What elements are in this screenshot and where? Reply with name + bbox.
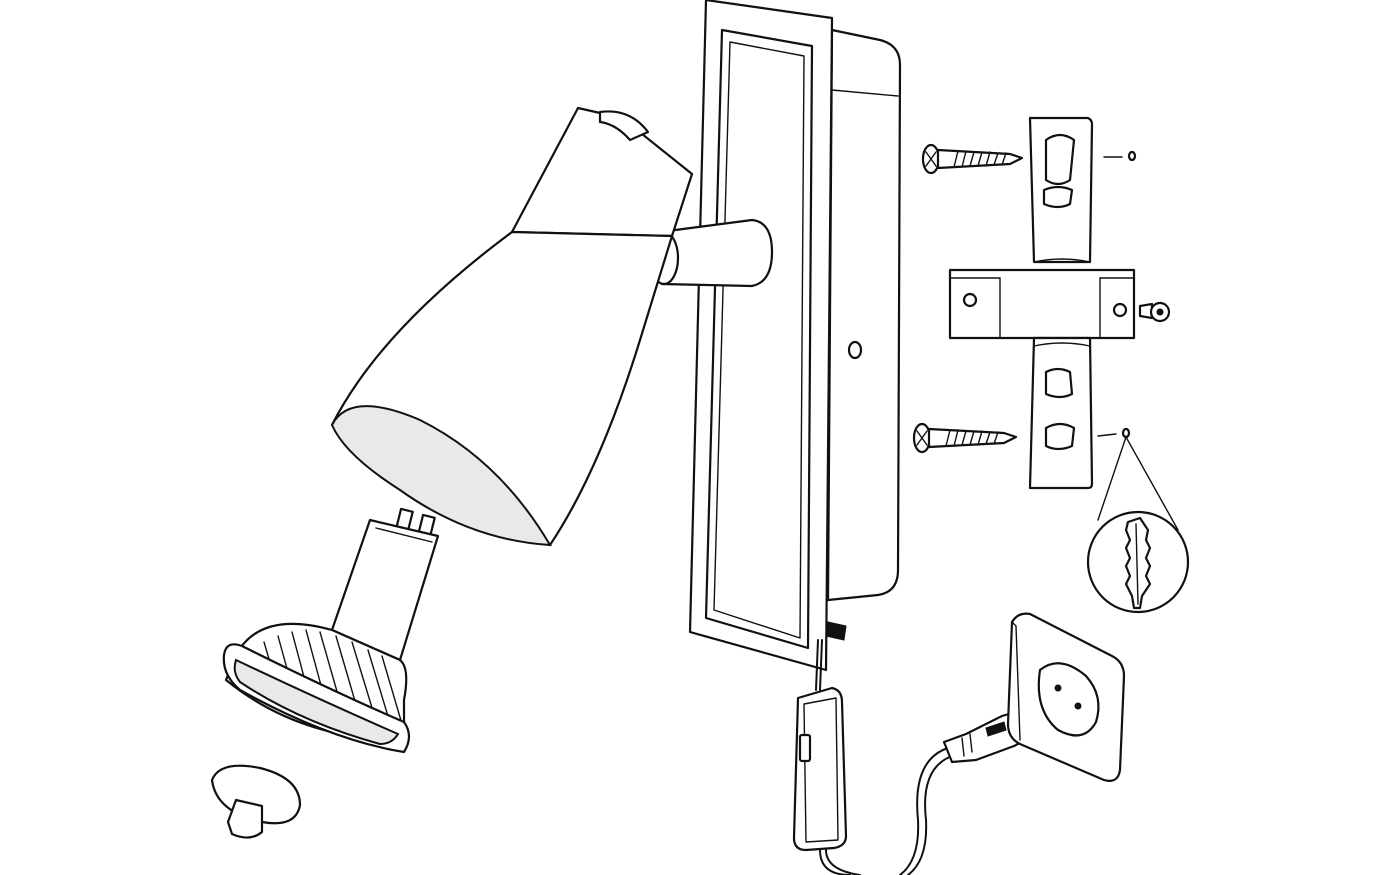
power-cable <box>792 639 1052 875</box>
wall-hole-lower <box>1121 427 1131 439</box>
wall-socket <box>1006 612 1126 782</box>
switch-rocker <box>798 733 812 763</box>
inline-switch <box>792 686 848 852</box>
bulb-removal-tool <box>210 764 302 839</box>
bracket-hole-left <box>962 292 978 308</box>
screw-upper <box>921 143 1024 175</box>
bracket-slot-upper-2 <box>1042 185 1074 209</box>
plate-screw-hole <box>847 340 863 360</box>
bracket-slot-lower-2 <box>1044 422 1076 451</box>
wall-plate <box>688 0 902 672</box>
mounting-bracket <box>948 116 1171 490</box>
bracket-hole-right <box>1112 302 1128 318</box>
led-bulb <box>222 507 440 754</box>
bracket-slot-upper <box>1044 133 1076 186</box>
alignment-marks <box>1097 150 1179 531</box>
screw-lower <box>912 422 1018 454</box>
bracket-slot-lower <box>1044 367 1074 399</box>
wall-hole-upper <box>1127 150 1137 162</box>
spot-shade <box>330 106 774 547</box>
wall-plug-detail <box>1086 510 1190 614</box>
